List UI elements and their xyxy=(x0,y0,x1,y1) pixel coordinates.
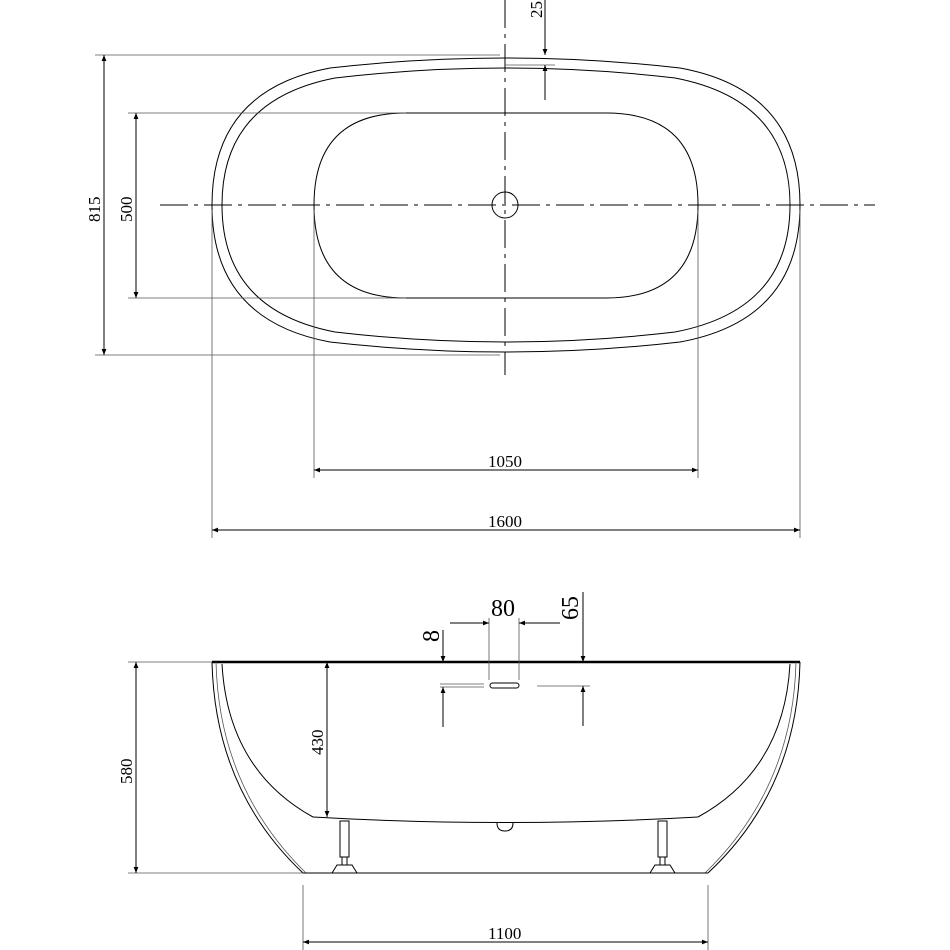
overflow-slot xyxy=(489,682,520,689)
leg-left xyxy=(331,820,358,874)
outer-shell-left xyxy=(211,661,304,874)
top-view: 25 815 500 1050 1600 xyxy=(85,0,875,538)
dim-label-inner-depth: 430 xyxy=(308,730,327,756)
dim-label-overall-height: 580 xyxy=(117,759,136,785)
leg-right xyxy=(649,820,676,874)
dim-label-inner-length: 1050 xyxy=(488,452,522,471)
outer-shell-right xyxy=(707,661,801,874)
dim-label-rim-offset: 25 xyxy=(527,1,546,18)
inner-basin-left xyxy=(221,663,314,818)
side-view: 80 65 8 580 430 1100 xyxy=(117,592,801,950)
inner-basin-right xyxy=(697,663,791,818)
dim-label-overflow-height: 8 xyxy=(419,630,445,642)
dim-label-inner-width: 500 xyxy=(117,197,136,223)
basin-bottom xyxy=(312,816,699,823)
dim-label-overflow-length: 80 xyxy=(491,596,515,622)
dim-label-base-length: 1100 xyxy=(488,924,521,943)
dim-label-overall-width: 815 xyxy=(85,197,104,223)
dim-label-overall-length: 1600 xyxy=(488,512,522,531)
rim-inner-outline xyxy=(221,67,791,343)
basin-outline xyxy=(313,112,699,299)
bottom-drain xyxy=(496,822,514,832)
dim-label-overflow-offset: 65 xyxy=(558,596,584,620)
